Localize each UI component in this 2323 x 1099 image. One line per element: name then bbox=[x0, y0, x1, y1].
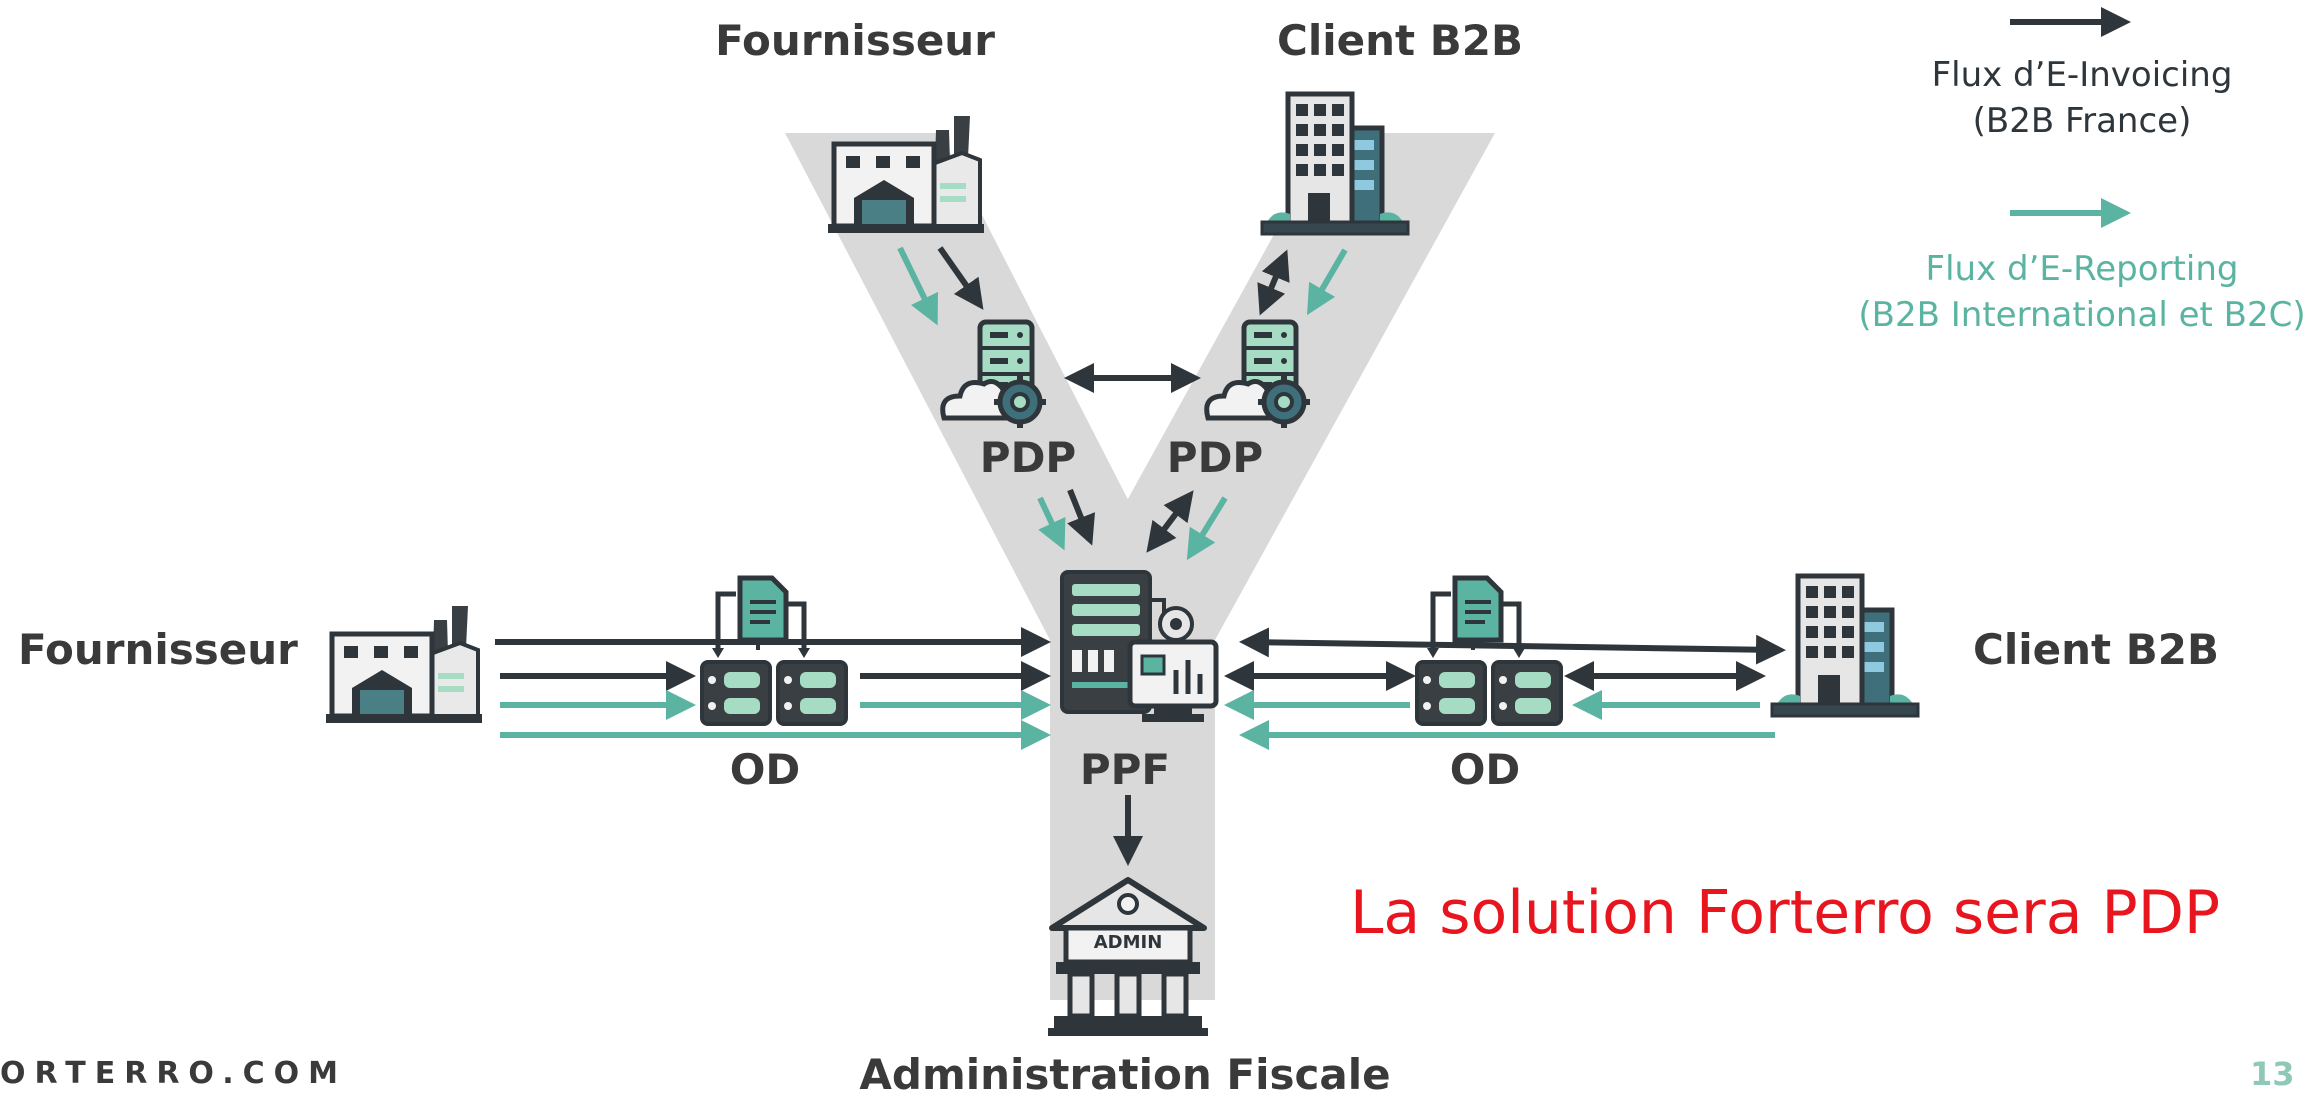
supplier-left-factory-icon bbox=[326, 598, 482, 723]
supplier-top-factory-icon bbox=[828, 108, 984, 233]
legend-reporting-line1: Flux d’E-Reporting bbox=[1925, 249, 2239, 289]
supplier-top-label: Fournisseur bbox=[715, 16, 995, 65]
arrow-pdp-left-ppf-invoicing bbox=[1067, 488, 1096, 546]
pdp-left-label: PDP bbox=[979, 433, 1077, 482]
ppf-label: PPF bbox=[1079, 745, 1171, 794]
administration-label: Administration Fiscale bbox=[859, 1050, 1391, 1099]
legend-invoicing-line1: Flux d’E-Invoicing bbox=[1931, 55, 2233, 95]
legend-invoicing: Flux d’E-Invoicing (B2B France) bbox=[1932, 52, 2233, 144]
page-number: 13 bbox=[2250, 1055, 2295, 1093]
legend-invoicing-line2: (B2B France) bbox=[1972, 101, 2192, 141]
y-shape-background bbox=[785, 133, 1495, 1000]
arrow-supplier-to-pdp-reporting bbox=[897, 246, 938, 326]
admin-tag-label: ADMIN bbox=[1094, 932, 1163, 953]
arrow-client-pdp-reporting bbox=[1306, 248, 1348, 316]
legend-reporting: Flux d’E-Reporting (B2B International et… bbox=[1858, 246, 2305, 338]
arrow-pdp-left-ppf-reporting bbox=[1037, 496, 1066, 551]
od-right-icon bbox=[1415, 578, 1565, 728]
forterro-claim: La solution Forterro sera PDP bbox=[1350, 878, 2221, 948]
pdp-right-label: PDP bbox=[1166, 433, 1264, 482]
od-left-label: OD bbox=[729, 745, 801, 794]
arrow-supplier-to-pdp-invoicing bbox=[937, 246, 984, 310]
client-right-building-icon bbox=[1770, 570, 1920, 720]
legend-reporting-line2: (B2B International et B2C) bbox=[1858, 295, 2306, 335]
arrow-ppf-client-direct bbox=[1239, 627, 1786, 665]
od-right-label: OD bbox=[1449, 745, 1521, 794]
client-top-label: Client B2B bbox=[1277, 16, 1523, 65]
supplier-left-label: Fournisseur bbox=[18, 625, 298, 674]
od-left-icon bbox=[700, 578, 850, 728]
footer-website: ORTERRO.COM bbox=[0, 1056, 348, 1091]
client-right-label: Client B2B bbox=[1973, 625, 2219, 674]
arrow-client-pdp-invoicing bbox=[1257, 249, 1290, 316]
arrow-pdp-right-ppf-reporting bbox=[1186, 496, 1228, 561]
arrow-pdp-right-ppf-invoicing bbox=[1146, 490, 1194, 553]
